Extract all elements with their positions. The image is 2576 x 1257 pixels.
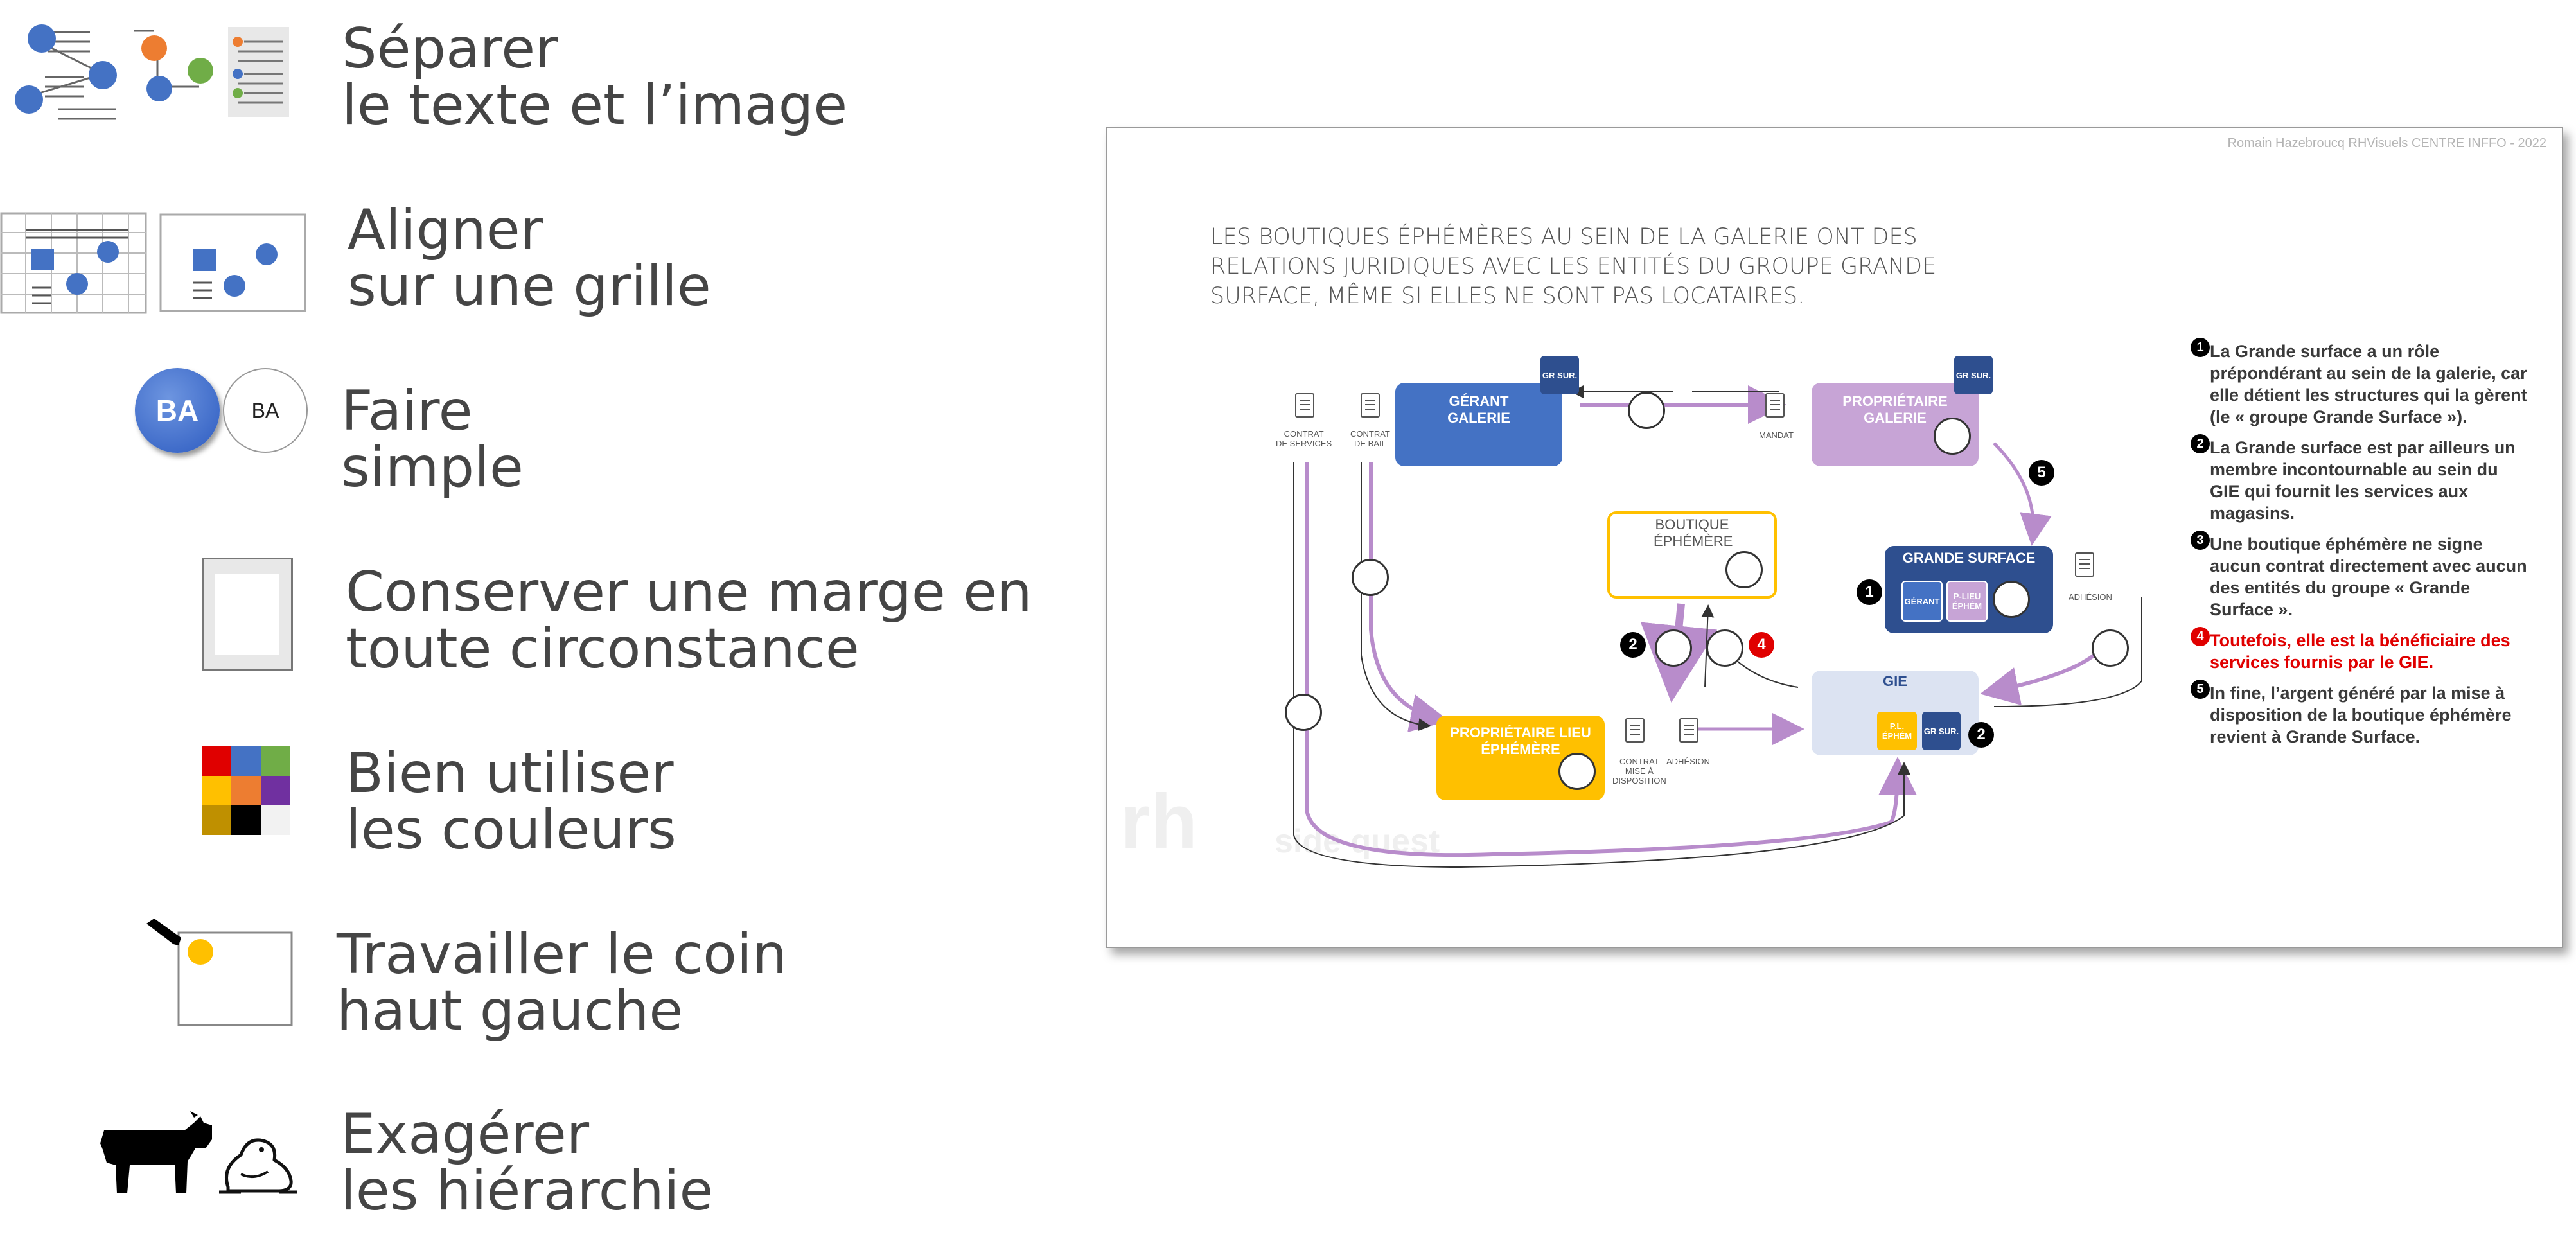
mini-p-lieu: P-LIEU ÉPHÉM	[1946, 581, 1988, 622]
grid-align-icon	[0, 212, 306, 314]
principle-align: Aligner sur une grille	[348, 202, 711, 315]
principle-line: Travailler le coin	[337, 922, 788, 987]
box-gerant-galerie: GÉRANT GALERIE	[1395, 383, 1562, 466]
note-text: Toutefois, elle est la bénéficiaire des …	[2210, 631, 2510, 672]
principle-line: Aligner	[348, 198, 543, 262]
document-icon	[1361, 393, 1380, 418]
separate-text-image-icon	[15, 24, 289, 120]
principle-line: Conserver une marge en	[346, 560, 1032, 624]
shop-icon	[1558, 753, 1596, 790]
document-icon	[1295, 393, 1314, 418]
principle-hierarchy: Exagérer les hiérarchie	[340, 1106, 713, 1219]
example-slide: Romain Hazebroucq RHVisuels CENTRE INFFO…	[1106, 127, 2563, 948]
note-text: Une boutique éphémère ne signe aucun con…	[2210, 534, 2527, 619]
contract-hand-icon	[1655, 629, 1692, 667]
principle-line: simple	[341, 435, 524, 500]
principle-simple: Faire simple	[341, 383, 524, 496]
document-icon	[1765, 393, 1785, 418]
label-contrat-mise: CONTRAT MISE À DISPOSITION	[1612, 757, 1666, 786]
watermark-logo: rh	[1120, 778, 1197, 865]
principle-line: les couleurs	[346, 798, 676, 862]
slide-credit: Romain Hazebroucq RHVisuels CENTRE INFFO…	[2227, 136, 2546, 150]
mini-gerant: GÉRANT	[1901, 581, 1943, 622]
label-contrat-services: CONTRAT DE SERVICES	[1276, 429, 1332, 448]
document-icon	[1679, 718, 1698, 743]
note-number: 5	[2191, 680, 2210, 699]
service-icon	[1706, 629, 1743, 667]
label-adhesion: ADHÉSION	[2069, 592, 2112, 602]
contract-hand-icon	[1352, 559, 1389, 596]
service-icon	[2092, 629, 2129, 667]
document-icon	[2075, 552, 2094, 577]
mini-gr-sur: GR SUR.	[1922, 712, 1961, 750]
building-icon	[1934, 418, 1971, 455]
box-label: GRANDE SURFACE	[1902, 550, 2036, 566]
badge-2: 2	[1620, 632, 1646, 658]
mini-gr-sur: GR SUR.	[1954, 356, 1993, 394]
label-mandat: MANDAT	[1759, 430, 1794, 440]
box-label: GIE	[1883, 673, 1907, 689]
margin-frame-icon	[202, 558, 293, 671]
note-text: La Grande surface a un rôle prépondérant…	[2210, 342, 2527, 426]
top-left-corner-icon	[146, 919, 293, 1026]
box-label: BOUTIQUE ÉPHÉMÈRE	[1654, 516, 1733, 549]
principle-line: Exagérer	[340, 1102, 590, 1166]
note-text: In fine, l’argent généré par la mise à d…	[2210, 683, 2512, 746]
note-number: 1	[2191, 338, 2210, 357]
box-label: GÉRANT GALERIE	[1447, 393, 1510, 426]
box-label: PROPRIÉTAIRE GALERIE	[1842, 393, 1948, 426]
mini-pl-ephem: P.L. ÉPHÉM	[1877, 712, 1917, 750]
box-label: PROPRIÉTAIRE LIEU ÉPHÉMÈRE	[1450, 725, 1591, 757]
frog-icon	[219, 1138, 297, 1194]
principle-line: les hiérarchie	[340, 1159, 714, 1223]
handshake-icon	[1285, 694, 1322, 731]
shop-icon	[1725, 551, 1763, 588]
mini-gr-sur: GR SUR.	[1540, 356, 1579, 394]
handshake-icon	[1628, 392, 1665, 429]
document-icon	[1625, 718, 1645, 743]
badge-2: 2	[1968, 722, 1994, 748]
simple-bold-circle-icon: BA	[135, 368, 220, 453]
color-palette-icon	[202, 746, 290, 835]
note-number: 4	[2191, 627, 2210, 646]
principle-line: toute circonstance	[346, 617, 860, 681]
simple-plain-circle-icon: BA	[223, 368, 308, 453]
principle-line: haut gauche	[337, 979, 684, 1043]
principle-line: Faire	[341, 379, 473, 443]
slide-headline: Les boutiques éphémères au sein de la ga…	[1210, 224, 1937, 309]
note-number: 2	[2191, 434, 2210, 453]
label-contrat-bail: CONTRAT DE BAIL	[1350, 429, 1390, 448]
principle-colors: Bien utiliser les couleurs	[346, 745, 676, 858]
principle-line: le texte et l’image	[342, 73, 848, 137]
cow-icon	[100, 1111, 212, 1193]
badge-1: 1	[1857, 579, 1882, 605]
principle-top-left: Travailler le coin haut gauche	[337, 926, 787, 1039]
note-text: La Grande surface est par ailleurs un me…	[2210, 438, 2516, 523]
principle-line: Bien utiliser	[346, 741, 674, 805]
note-number: 3	[2191, 531, 2210, 550]
badge-4: 4	[1749, 632, 1774, 658]
principle-line: Séparer	[342, 17, 558, 81]
principle-separate: Séparer le texte et l’image	[342, 21, 847, 134]
principle-margin: Conserver une marge en toute circonstanc…	[346, 564, 1032, 677]
label-adhesion: ADHÉSION	[1666, 757, 1710, 766]
principle-line: sur une grille	[348, 254, 711, 319]
relations-arrows	[1293, 385, 2142, 868]
building-icon	[1993, 581, 2030, 618]
badge-5: 5	[2029, 460, 2054, 486]
